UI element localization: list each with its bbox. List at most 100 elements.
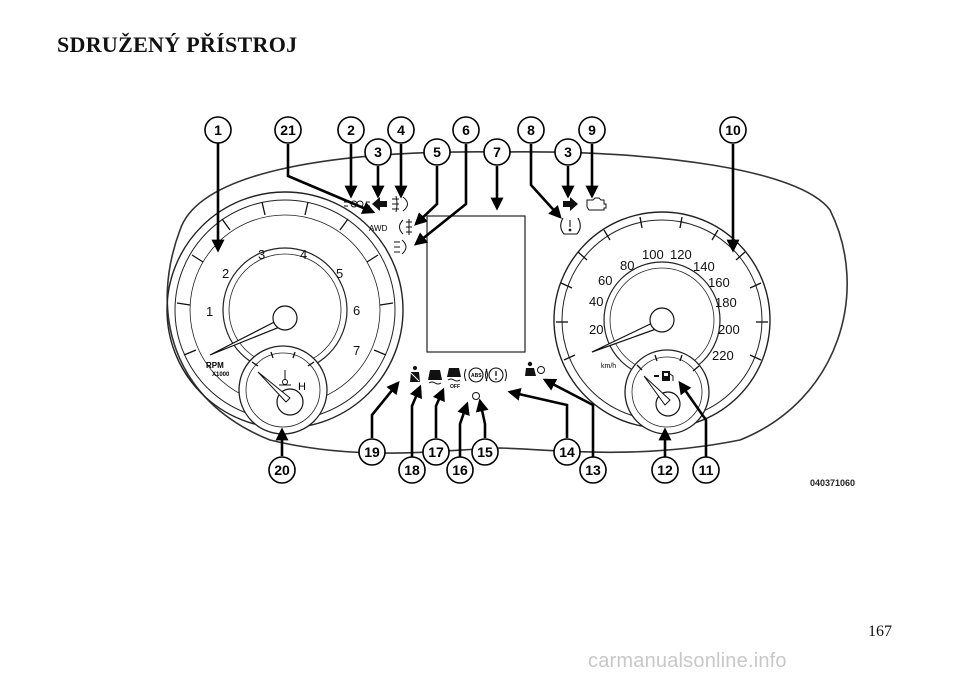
page-number: 167: [868, 623, 892, 640]
airbag-icon: [525, 361, 545, 376]
svg-text:5: 5: [433, 144, 441, 160]
tachometer-needle: [209, 305, 298, 356]
speed-label-180: 180: [715, 295, 737, 310]
speedometer-labels: 20 40 60 80 100 120 140 160 180 200 220: [589, 247, 740, 363]
callout-15: 15: [471, 438, 499, 466]
instrument-cluster-illustration: 1 2 3 4 5 6 7 RPM X1000: [166, 116, 848, 484]
callout-3-right: 3: [554, 138, 582, 166]
coolant-temp-icon: [279, 370, 291, 386]
callout-9: 9: [578, 116, 606, 144]
abs-icon: ABS: [464, 367, 488, 383]
svg-text:9: 9: [588, 122, 596, 138]
esc-off-icon: OFF: [447, 368, 461, 390]
figure-id: 040371060: [810, 478, 856, 488]
svg-text:3: 3: [374, 144, 382, 160]
tach-label-5: 5: [336, 266, 343, 281]
speed-label-100: 100: [642, 247, 664, 262]
svg-text:14: 14: [559, 444, 575, 460]
watermark: carmanualsonline.info: [588, 650, 787, 672]
callout-12: 12: [651, 456, 679, 484]
center-display: [426, 215, 526, 353]
speed-label-160: 160: [708, 275, 730, 290]
tire-pressure-icon: [560, 217, 581, 235]
speed-label-60: 60: [598, 273, 612, 288]
callout-14: 14: [553, 438, 581, 466]
svg-text:7: 7: [493, 144, 501, 160]
esc-off-label: OFF: [450, 384, 460, 390]
svg-text:1: 1: [214, 122, 222, 138]
svg-text:6: 6: [462, 122, 470, 138]
turn-left-icon: [372, 197, 387, 211]
instrument-cluster-figure: 1 2 3 4 5 6 7 RPM X1000: [140, 100, 880, 500]
fuel-gauge: [624, 349, 710, 435]
cruise-indicator-icon: [472, 392, 480, 400]
speedometer-ticks: [556, 216, 768, 361]
seatbelt-icon: [410, 366, 420, 382]
callout-arrows: [211, 142, 740, 458]
callout-18: 18: [398, 456, 426, 484]
tach-label-3: 3: [258, 247, 265, 262]
svg-text:15: 15: [477, 444, 493, 460]
tach-label-1: 1: [206, 304, 213, 319]
rpm-label: RPM: [206, 361, 224, 370]
temperature-gauge: H: [238, 345, 328, 435]
svg-text:21: 21: [280, 122, 296, 138]
tach-label-4: 4: [300, 247, 307, 262]
svg-text:ABS: ABS: [471, 373, 482, 379]
speed-label-40: 40: [589, 294, 603, 309]
rpm-multiplier-label: X1000: [212, 372, 230, 378]
svg-text:18: 18: [404, 462, 420, 478]
callout-1: 1: [204, 116, 232, 144]
svg-text:4: 4: [397, 122, 405, 138]
svg-text:10: 10: [725, 122, 741, 138]
svg-text:3: 3: [564, 144, 572, 160]
callout-17: 17: [422, 438, 450, 466]
speed-label-220: 220: [712, 348, 734, 363]
callout-20: 20: [268, 456, 296, 484]
callout-6: 6: [452, 116, 480, 144]
speedometer-needle: [591, 307, 675, 353]
callout-7: 7: [483, 138, 511, 166]
callout-21: 21: [274, 116, 302, 144]
speed-label-20: 20: [589, 322, 603, 337]
svg-text:12: 12: [657, 462, 673, 478]
cluster-housing: [166, 151, 848, 454]
callout-5: 5: [423, 138, 451, 166]
svg-text:13: 13: [585, 462, 601, 478]
turn-right-icon: [563, 197, 578, 211]
tachometer-labels: 1 2 3 4 5 6 7: [206, 247, 360, 358]
callout-10: 10: [719, 116, 747, 144]
callout-11: 11: [692, 456, 720, 484]
callout-bubbles: 1 21 2 3 4 5 6 7 8 3 9 10 20 19 18 17 16…: [204, 116, 747, 484]
brake-warning-icon: [485, 367, 507, 383]
callout-2: 2: [337, 116, 365, 144]
speed-label-120: 120: [670, 247, 692, 262]
speed-label-200: 200: [718, 322, 740, 337]
svg-text:2: 2: [347, 122, 355, 138]
esc-icon: [428, 370, 442, 385]
svg-text:8: 8: [527, 122, 535, 138]
speed-unit-label: km/h: [601, 363, 616, 370]
callout-16: 16: [446, 456, 474, 484]
rear-fog-icon: [399, 219, 412, 235]
awd-indicator: AWD: [369, 224, 388, 233]
fuel-pump-icon: [654, 371, 674, 381]
speed-label-80: 80: [620, 258, 634, 273]
front-fog-icon: [392, 195, 408, 213]
temp-hot-label: H: [298, 381, 306, 393]
speedometer: 20 40 60 80 100 120 140 160 180 200 220 …: [553, 211, 771, 429]
tachometer-ticks: [176, 201, 394, 356]
svg-text:19: 19: [364, 444, 380, 460]
tach-label-6: 6: [353, 303, 360, 318]
tach-label-2: 2: [222, 266, 229, 281]
high-beam-icon: [394, 239, 407, 255]
svg-text:20: 20: [274, 462, 290, 478]
callout-13: 13: [579, 456, 607, 484]
svg-text:16: 16: [452, 462, 468, 478]
callout-4: 4: [387, 116, 415, 144]
callout-8: 8: [517, 116, 545, 144]
svg-text:11: 11: [699, 462, 714, 478]
callout-3-left: 3: [364, 138, 392, 166]
tach-label-7: 7: [353, 343, 360, 358]
speed-label-140: 140: [693, 259, 715, 274]
